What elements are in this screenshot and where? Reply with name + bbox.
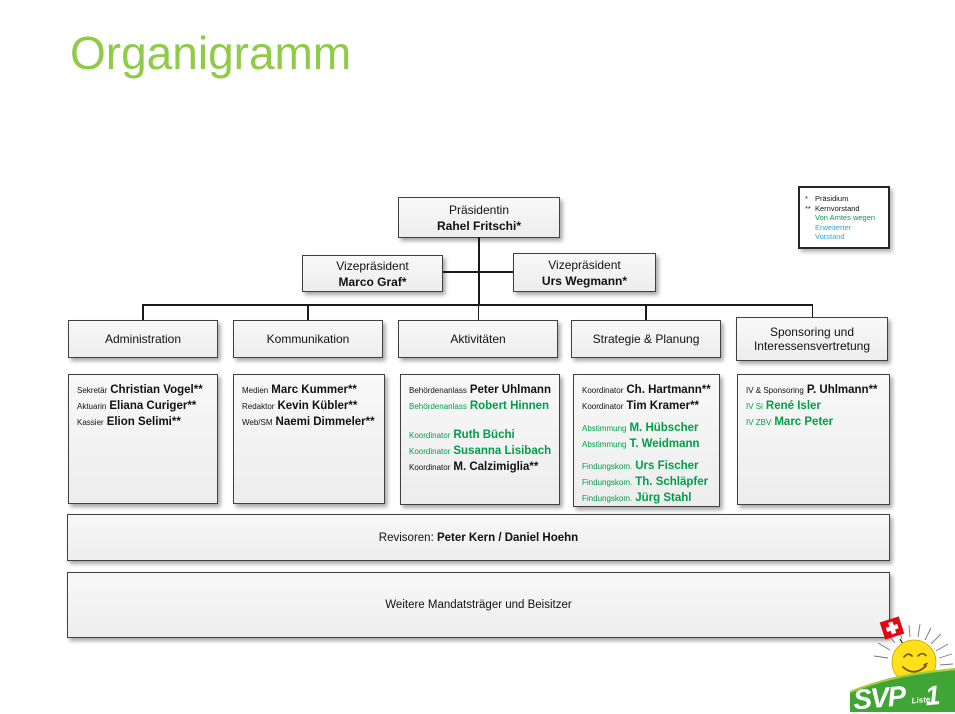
legend-item: Von Amtes wegen (815, 213, 876, 222)
revisoren-prefix: Revisoren: (378, 531, 437, 544)
dept-label: Sponsoring und Interessensvertretung (753, 325, 871, 353)
connector-drop-strategie (645, 304, 647, 321)
logo-number-text: 1 (924, 680, 942, 711)
member-entry: Findungskom.Urs Fischer (582, 460, 699, 472)
legend-item: Vorstand (815, 232, 845, 241)
dept-box-sponsoring: Sponsoring und Interessensvertretung (736, 317, 888, 361)
logo-org-text: SVP (852, 680, 908, 712)
dept-label: Aktivitäten (450, 332, 506, 346)
member-entry: Findungskom.Jürg Stahl (582, 492, 692, 504)
connector-drop-kommunikation (307, 304, 309, 321)
logo-liste-text: Liste (911, 695, 931, 706)
connector-drop-aktivitaeten (477, 304, 479, 321)
revisoren-names: Peter Kern / Daniel Hoehn (436, 531, 579, 544)
dept-label: Kommunikation (266, 332, 350, 346)
revisoren-box: Revisoren: Peter Kern / Daniel Hoehn (67, 514, 890, 561)
vp-left-name: Marco Graf* (338, 274, 407, 289)
vp-left-box: Vizepräsident Marco Graf* (302, 255, 443, 292)
weitere-label: Weitere Mandatsträger und Beisitzer (385, 599, 572, 611)
vp-right-role: Vizepräsident (548, 257, 621, 272)
connector-drop-administration (142, 304, 144, 321)
swiss-flag-icon (879, 616, 905, 640)
dept-label: Administration (104, 332, 182, 346)
dept-box-strategie: Strategie & Planung (571, 320, 721, 358)
president-role: Präsidentin (448, 202, 510, 217)
legend-item: Erweiterter (815, 222, 852, 232)
connector-vp-horizontal (443, 271, 513, 273)
dept-box-aktivitaeten: Aktivitäten (398, 320, 558, 358)
hill-banner: SVP Liste 1 (850, 667, 955, 712)
vp-left-role: Vizepräsident (336, 258, 409, 273)
dept-label: Strategie & Planung (592, 332, 700, 346)
vp-right-box: Vizepräsident Urs Wegmann* (513, 253, 656, 292)
legend-item: **Kernvorstand (805, 203, 860, 213)
connector-drop-sponsoring (811, 304, 813, 318)
member-entry: Findungskom.Th. Schläpfer (582, 476, 709, 488)
dept-box-kommunikation: Kommunikation (233, 320, 383, 358)
dept-box-administration: Administration (68, 320, 218, 358)
vp-right-name: Urs Wegmann* (541, 273, 628, 288)
president-name: Rahel Fritschi* (436, 218, 522, 233)
page-title: Organigramm (70, 27, 352, 79)
weitere-box: Weitere Mandatsträger und Beisitzer (67, 572, 890, 638)
svp-logo: SVP Liste 1 (850, 616, 955, 712)
president-box: Präsidentin Rahel Fritschi* (398, 197, 560, 238)
legend-item: *Präsidium (805, 194, 849, 203)
